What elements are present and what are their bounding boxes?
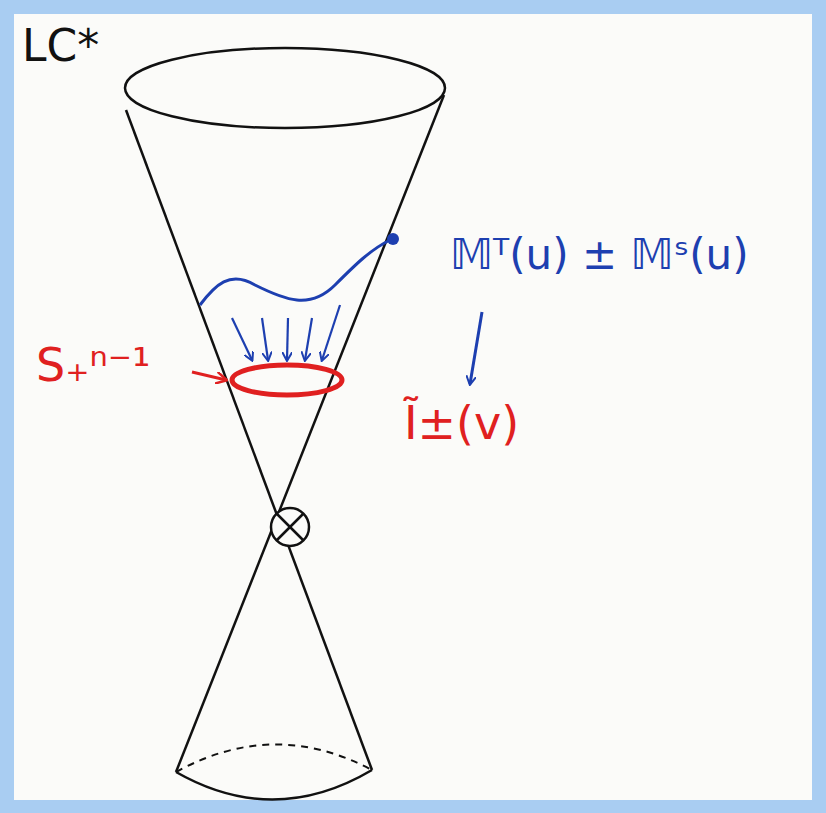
cone-line [176,95,444,772]
curve-label: 𝕄ᵀ(u) ± 𝕄ˢ(u) [450,232,749,278]
cone-line [126,110,372,770]
projection-arrow [287,318,288,360]
sphere-label: S₊ⁿ⁻¹ [36,340,151,391]
origin-symbol [271,508,309,546]
origin-cross [277,514,303,540]
image-label: Ĩ±(v) [404,398,519,449]
cone-bottom-rim-hidden [176,744,372,772]
projection-arrow [322,305,340,360]
origin-cross [277,514,303,540]
projection-arrow [305,318,312,360]
curve-endpoint [387,233,399,245]
cone-label: LC* [22,22,99,70]
blue-curve [200,240,390,305]
cone-bottom-rim [176,770,372,800]
map-arrow [470,312,482,384]
projection-arrow [262,318,268,360]
projection-arrow [232,318,252,360]
pointer-arrow [192,372,226,380]
sphere-ellipse [232,365,342,395]
cone-top-rim [125,48,445,128]
